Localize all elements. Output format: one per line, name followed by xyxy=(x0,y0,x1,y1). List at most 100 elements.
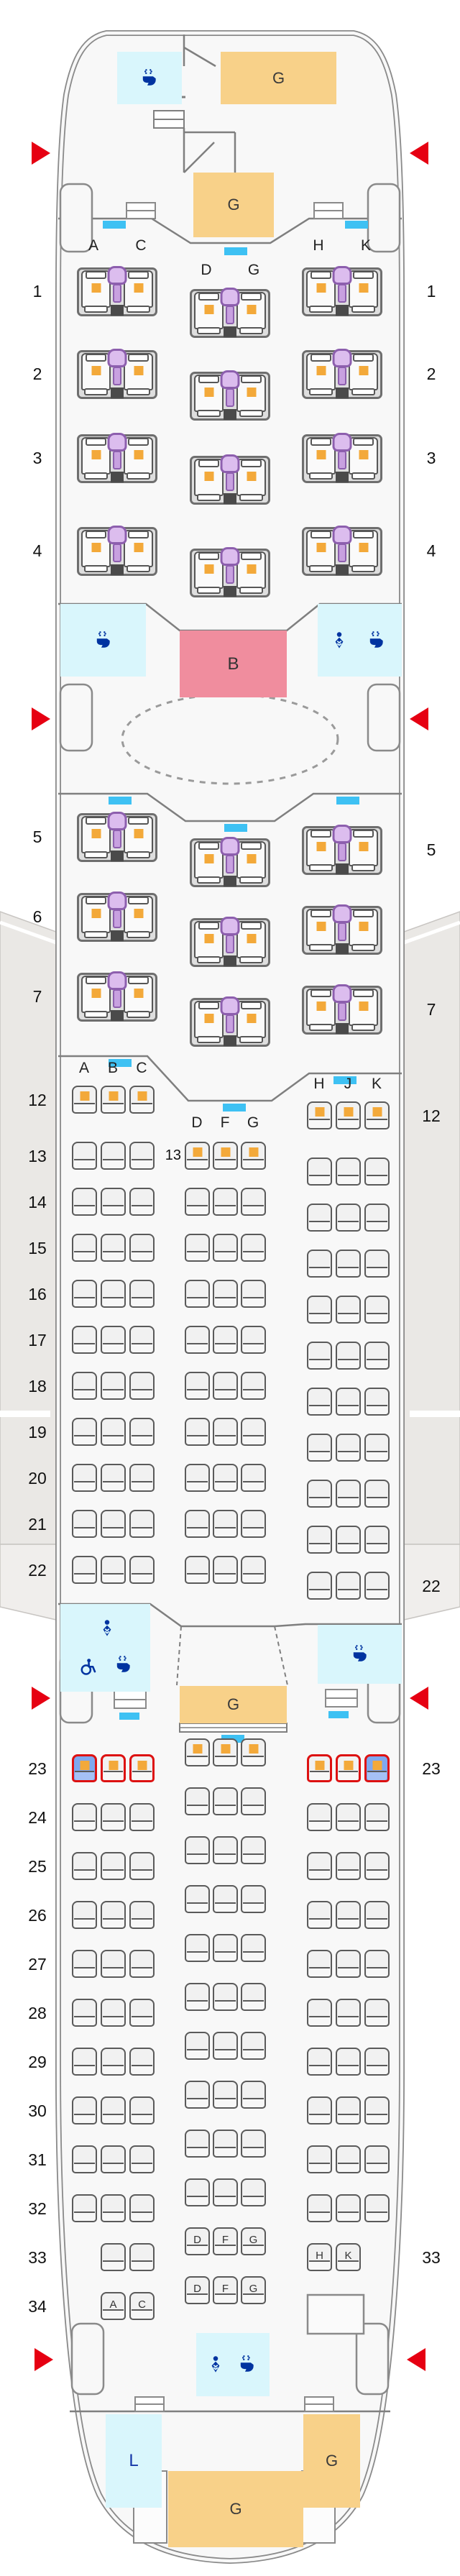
seat-20A[interactable] xyxy=(72,1464,97,1492)
seat-25J[interactable] xyxy=(336,1852,361,1880)
seat-6G[interactable] xyxy=(236,921,266,958)
seat-26B[interactable] xyxy=(101,1901,126,1929)
seat-30K[interactable] xyxy=(364,2096,390,2124)
seat-28K[interactable] xyxy=(364,1999,390,2027)
seat-32A[interactable] xyxy=(72,2194,97,2222)
seat-5A[interactable] xyxy=(81,816,111,853)
seat-22J[interactable] xyxy=(336,1572,361,1600)
seat-19F[interactable] xyxy=(213,1418,238,1446)
seat-17K[interactable] xyxy=(364,1342,390,1370)
seat-20D[interactable] xyxy=(185,1464,210,1492)
seat-28D[interactable] xyxy=(185,1983,210,2011)
seat-1H[interactable] xyxy=(306,270,336,308)
seat-23F[interactable] xyxy=(213,1738,238,1766)
seat-17B[interactable] xyxy=(101,1326,126,1354)
seat-16D[interactable] xyxy=(185,1280,210,1308)
seat-20K[interactable] xyxy=(364,1480,390,1508)
seat-24A[interactable] xyxy=(72,1803,97,1831)
seat-6A[interactable] xyxy=(81,896,111,933)
seat-19J[interactable] xyxy=(336,1434,361,1462)
seat-18B[interactable] xyxy=(101,1372,126,1400)
seat-2K[interactable] xyxy=(349,353,378,390)
seat-20H[interactable] xyxy=(307,1480,332,1508)
seat-20B[interactable] xyxy=(101,1464,126,1492)
seat-13A[interactable] xyxy=(72,1142,97,1170)
seat-18J[interactable] xyxy=(336,1388,361,1416)
seat-18F[interactable] xyxy=(213,1372,238,1400)
seat-13D[interactable] xyxy=(185,1142,210,1170)
seat-21F[interactable] xyxy=(213,1510,238,1538)
seat-15K[interactable] xyxy=(364,1250,390,1278)
seat-24D[interactable] xyxy=(185,1787,210,1815)
seat-34G[interactable]: G xyxy=(241,2276,266,2304)
seat-14D[interactable] xyxy=(185,1188,210,1216)
seat-22K[interactable] xyxy=(364,1572,390,1600)
seat-21G[interactable] xyxy=(241,1510,266,1538)
seat-21H[interactable] xyxy=(307,1526,332,1554)
seat-22H[interactable] xyxy=(307,1572,332,1600)
seat-29D[interactable] xyxy=(185,2032,210,2060)
seat-6D[interactable] xyxy=(194,921,224,958)
seat-1D[interactable] xyxy=(194,292,224,329)
seat-2C[interactable] xyxy=(124,353,153,390)
seat-31K[interactable] xyxy=(364,2145,390,2173)
seat-16B[interactable] xyxy=(101,1280,126,1308)
seat-19A[interactable] xyxy=(72,1418,97,1446)
seat-14K[interactable] xyxy=(364,1204,390,1232)
seat-4A[interactable] xyxy=(81,530,111,567)
seat-6C[interactable] xyxy=(124,896,153,933)
seat-32K[interactable] xyxy=(364,2194,390,2222)
seat-33H[interactable]: H xyxy=(307,2243,332,2271)
seat-31J[interactable] xyxy=(336,2145,361,2173)
seat-19C[interactable] xyxy=(129,1418,155,1446)
seat-15D[interactable] xyxy=(185,1234,210,1262)
seat-1K[interactable] xyxy=(349,270,378,308)
seat-34C[interactable]: C xyxy=(129,2292,155,2320)
seat-1C[interactable] xyxy=(124,270,153,308)
seat-25G[interactable] xyxy=(241,1836,266,1864)
seat-24C[interactable] xyxy=(129,1803,155,1831)
seat-29H[interactable] xyxy=(307,2048,332,2076)
seat-31B[interactable] xyxy=(101,2145,126,2173)
seat-20J[interactable] xyxy=(336,1480,361,1508)
seat-14B[interactable] xyxy=(101,1188,126,1216)
seat-18C[interactable] xyxy=(129,1372,155,1400)
seat-25C[interactable] xyxy=(129,1852,155,1880)
seat-16C[interactable] xyxy=(129,1280,155,1308)
seat-29C[interactable] xyxy=(129,2048,155,2076)
seat-17G[interactable] xyxy=(241,1326,266,1354)
seat-22C[interactable] xyxy=(129,1556,155,1584)
seat-34A[interactable]: A xyxy=(101,2292,126,2320)
seat-17A[interactable] xyxy=(72,1326,97,1354)
seat-27H[interactable] xyxy=(307,1950,332,1978)
seat-30G[interactable] xyxy=(241,2081,266,2109)
seat-25F[interactable] xyxy=(213,1836,238,1864)
seat-21D[interactable] xyxy=(185,1510,210,1538)
seat-29F[interactable] xyxy=(213,2032,238,2060)
seat-27B[interactable] xyxy=(101,1950,126,1978)
seat-3D[interactable] xyxy=(194,459,224,496)
seat-28F[interactable] xyxy=(213,1983,238,2011)
seat-3K[interactable] xyxy=(349,437,378,475)
seat-29J[interactable] xyxy=(336,2048,361,2076)
seat-13J[interactable] xyxy=(336,1158,361,1186)
seat-16F[interactable] xyxy=(213,1280,238,1308)
seat-5C[interactable] xyxy=(124,816,153,853)
seat-25K[interactable] xyxy=(364,1852,390,1880)
seat-15B[interactable] xyxy=(101,1234,126,1262)
seat-22G[interactable] xyxy=(241,1556,266,1584)
seat-21K[interactable] xyxy=(364,1526,390,1554)
seat-24J[interactable] xyxy=(336,1803,361,1831)
seat-33D[interactable]: D xyxy=(185,2227,210,2255)
seat-12J[interactable] xyxy=(336,1101,361,1129)
seat-7K[interactable] xyxy=(349,989,378,1026)
seat-22D[interactable] xyxy=(185,1556,210,1584)
seat-7A[interactable] xyxy=(81,976,111,1013)
seat-32B[interactable] xyxy=(101,2194,126,2222)
seat-2D[interactable] xyxy=(194,375,224,412)
seat-23K[interactable] xyxy=(364,1754,390,1782)
seat-32D[interactable] xyxy=(185,2178,210,2206)
seat-26C[interactable] xyxy=(129,1901,155,1929)
seat-12H[interactable] xyxy=(307,1101,332,1129)
seat-14G[interactable] xyxy=(241,1188,266,1216)
